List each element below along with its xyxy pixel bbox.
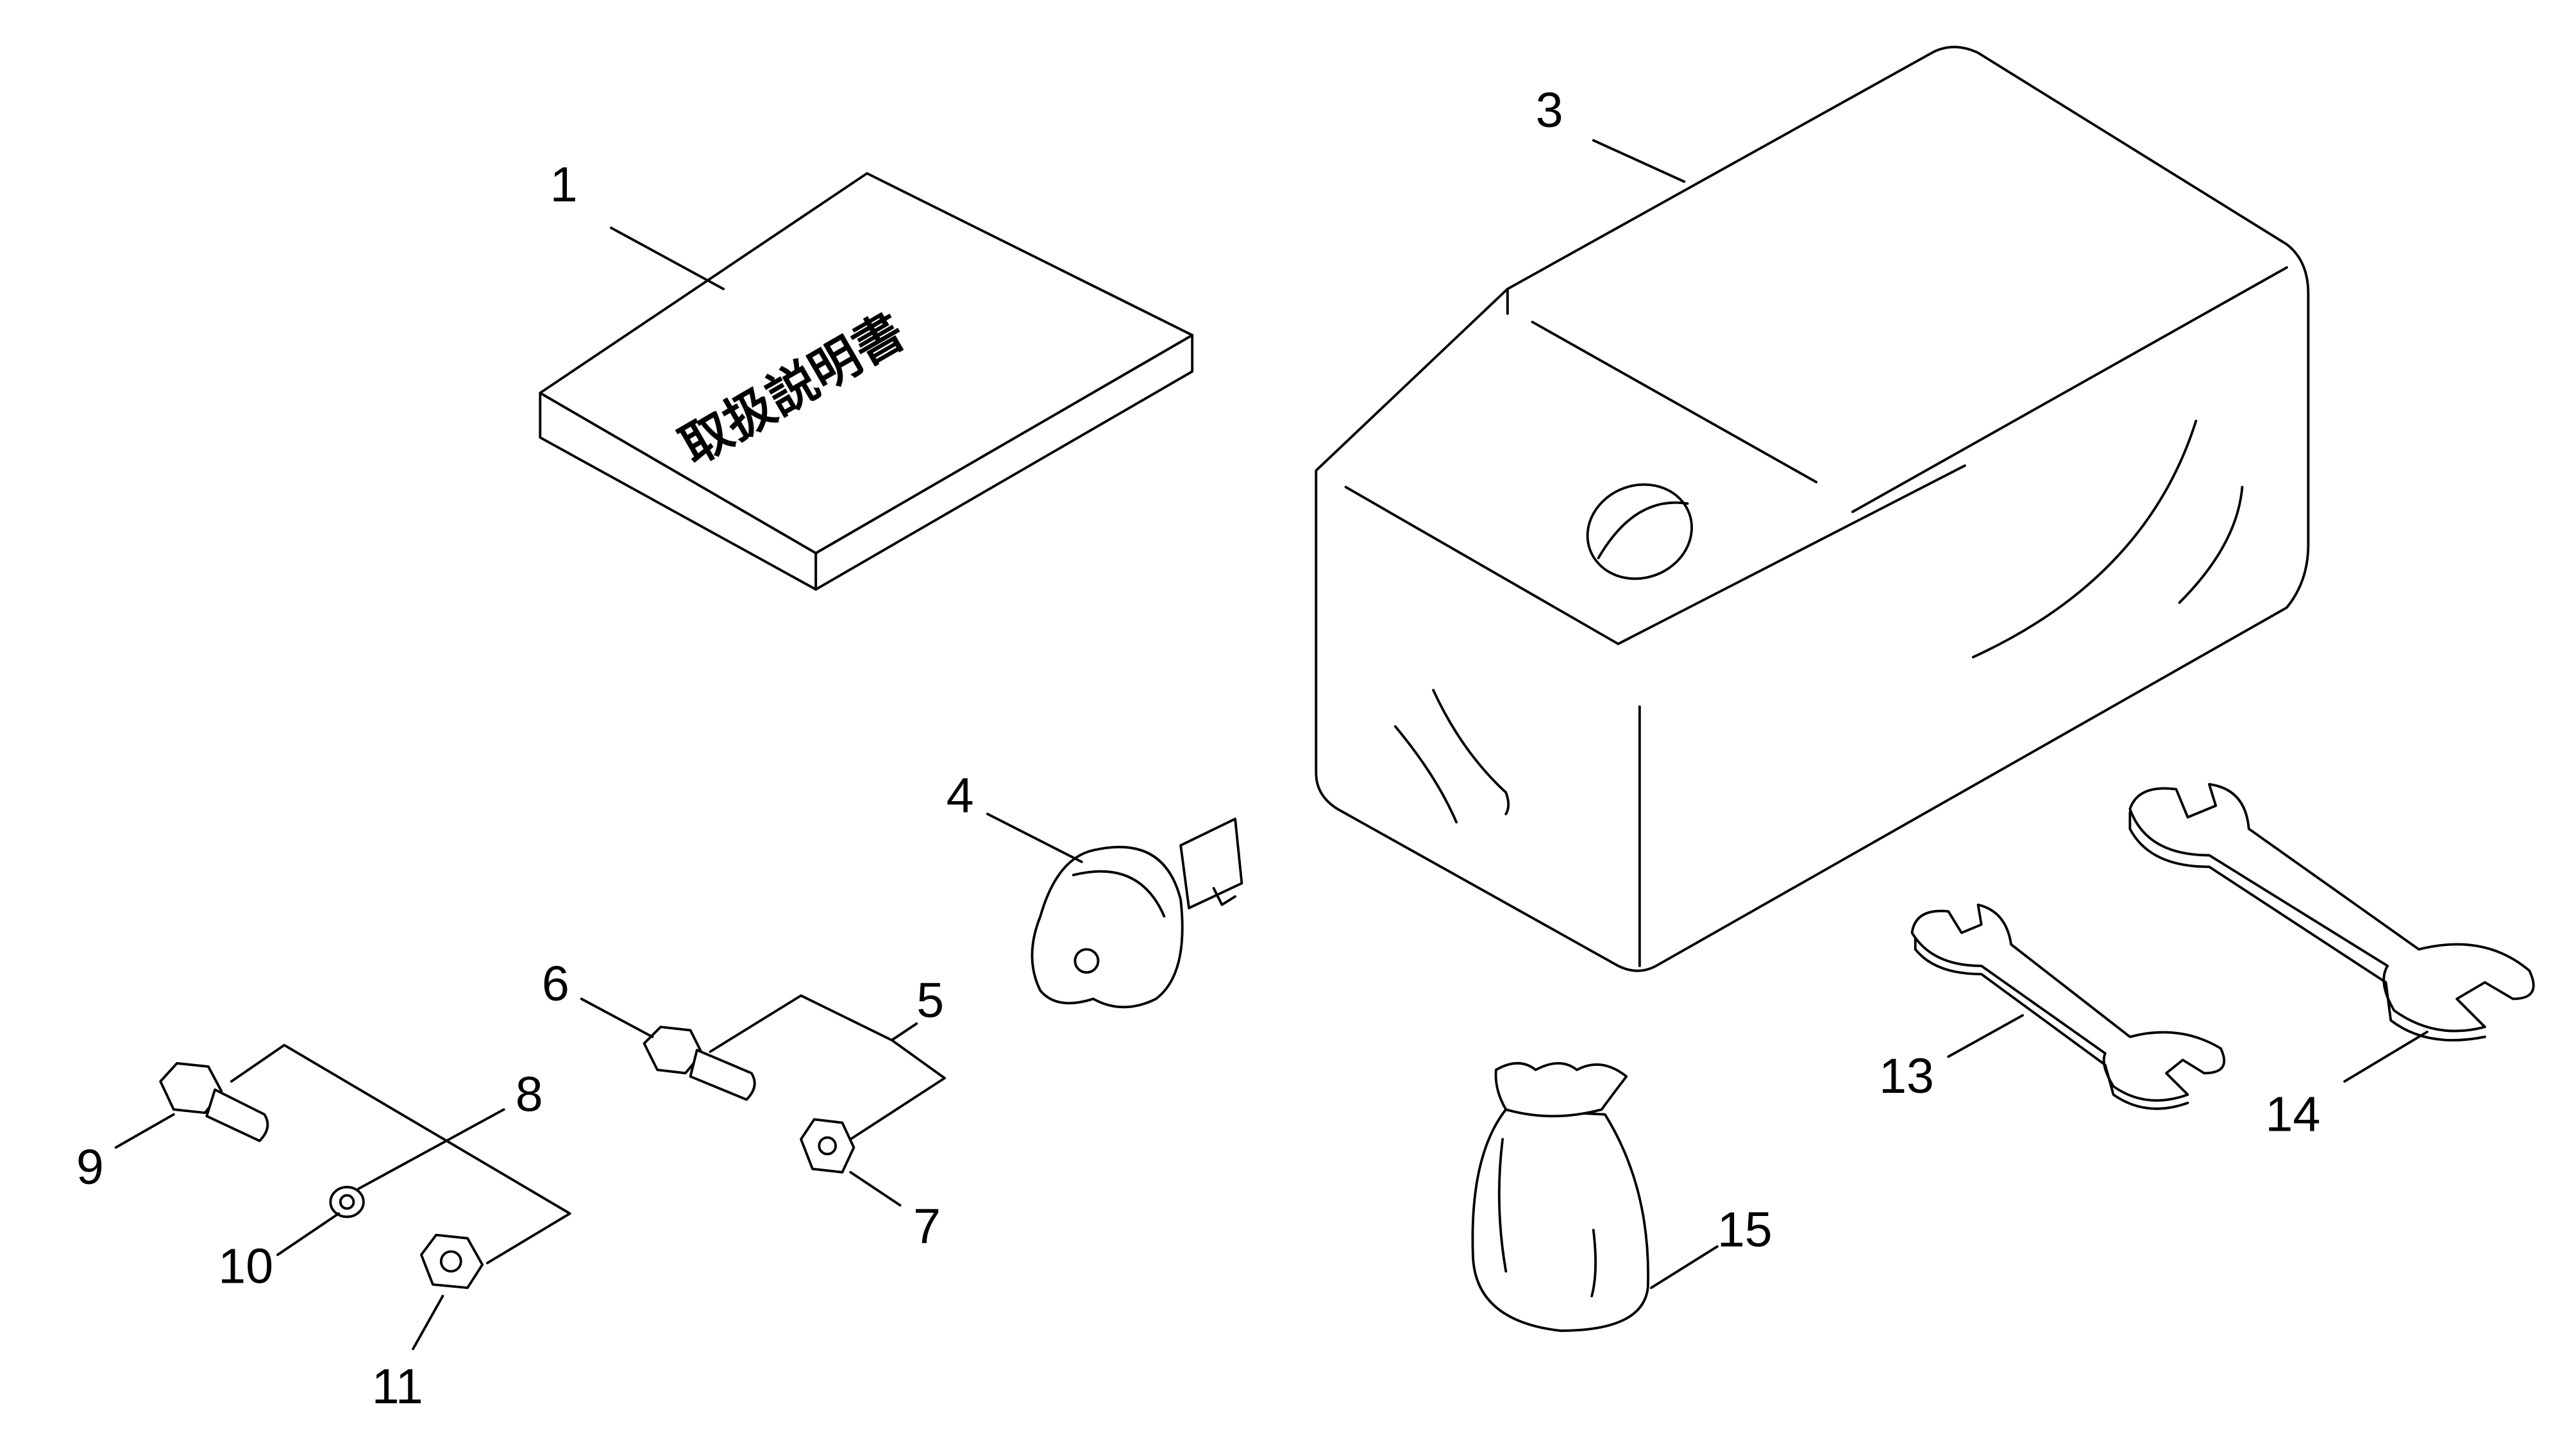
key (1031, 817, 1243, 1009)
callout-13: 13 (1879, 1049, 1934, 1104)
machine-cover (1315, 46, 2310, 972)
callout-7: 7 (913, 1199, 941, 1254)
bolt-set-5 (643, 994, 946, 1174)
callout-14: 14 (2266, 1086, 2321, 1142)
instruction-manual-book: 取扱説明書 (539, 172, 1194, 591)
large-wrench (2128, 782, 2535, 1042)
callout-4: 4 (947, 768, 974, 823)
callout-8: 8 (516, 1067, 543, 1122)
callout-10: 10 (218, 1238, 273, 1294)
bag (1471, 1062, 1649, 1332)
callout-6: 6 (542, 956, 569, 1011)
callout-5: 5 (916, 973, 944, 1028)
callout-15: 15 (1717, 1202, 1772, 1258)
small-wrench (1910, 903, 2226, 1110)
bolt-set-8 (159, 1043, 571, 1289)
callout-9: 9 (76, 1140, 104, 1195)
callout-1: 1 (550, 157, 578, 212)
callout-3: 3 (1536, 83, 1563, 138)
callout-11: 11 (372, 1359, 423, 1414)
